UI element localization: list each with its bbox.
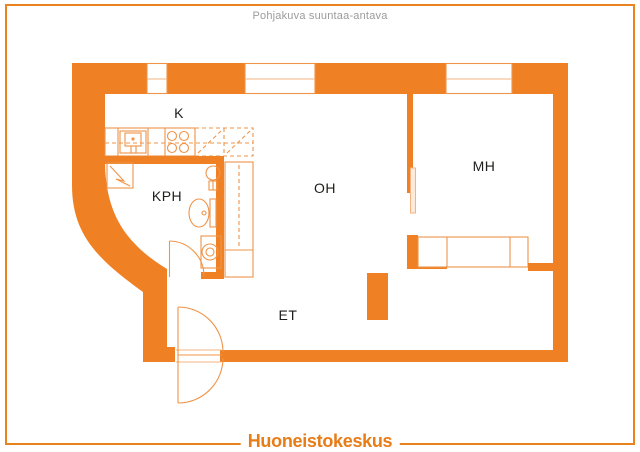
washing-machine-icon [200,235,222,269]
room-label-bedroom: MH [472,158,496,174]
bathroom-right-wall [216,156,224,278]
room-label-kitchen: K [174,105,184,121]
washbasin-icon [205,165,221,191]
kitchen-counter [104,127,253,157]
bottom-wall [220,350,568,362]
room-label-bathroom: KPH [151,188,183,204]
bathroom-door-swing-icon [168,240,205,277]
bedroom-partition-wall [407,94,413,193]
bathroom-bottom-wall-stub [201,272,224,279]
bathroom-top-wall [105,156,224,164]
hall-closet-icon [224,161,254,278]
window-icon [146,62,168,95]
room-label-living: OH [314,180,336,196]
stove-burners-icon [166,130,190,154]
room-label-entry: ET [278,307,298,323]
left-curved-wall [72,63,175,362]
kitchen-sink-icon [119,130,147,154]
electrical-cabinet-icon [106,162,134,189]
window-icon [244,62,316,95]
bedroom-wardrobe-icon [407,235,553,271]
window-icon [445,62,513,95]
entrance-door-swing-icon [176,306,224,404]
plan-disclaimer-text: Pohjakuva suuntaa-antava [252,10,388,22]
pillar [367,273,388,320]
right-wall [553,63,568,362]
toilet-icon [188,198,217,228]
brand-wordmark: Huoneistokeskus [240,431,400,451]
bedroom-door-leaf-icon [410,167,416,214]
upper-cabinet-dashed-icon [194,127,254,157]
